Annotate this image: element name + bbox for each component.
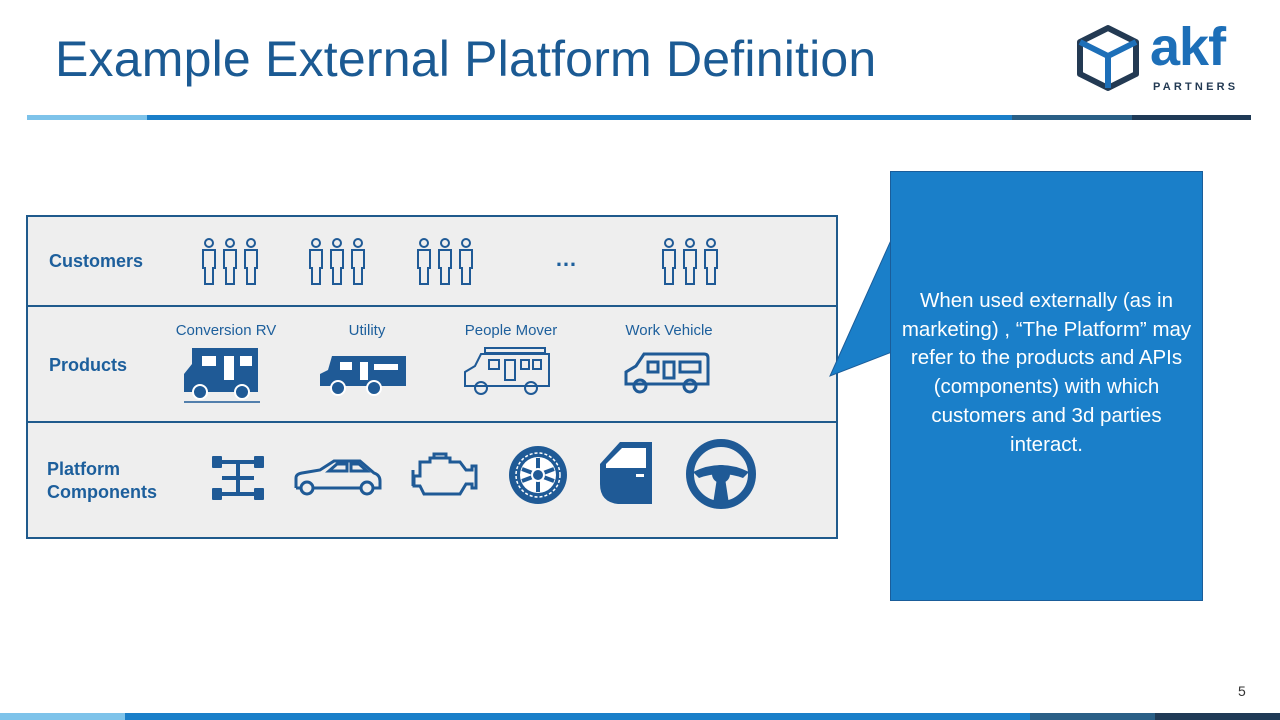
callout-text: When used externally (as in marketing) ,… [901, 289, 1192, 456]
logo-wordmark: akf [1150, 17, 1226, 77]
products-row [26, 305, 838, 423]
customers-label: Customers [49, 251, 144, 271]
people-mover-icon [464, 347, 550, 395]
door-icon [600, 442, 652, 504]
logo-cube-icon [1077, 25, 1139, 91]
product-label-work-vehicle: Work Vehicle [625, 322, 713, 339]
conversion-rv-icon [184, 348, 260, 403]
logo-tagline: PARTNERS [1153, 81, 1239, 93]
products-label: Products [49, 355, 128, 375]
car-body-icon [294, 459, 382, 496]
platform-label-line2: Components [47, 482, 157, 502]
chassis-icon [212, 456, 264, 500]
wheel-icon [509, 446, 567, 504]
platform-components-label: Platform Components [47, 458, 157, 504]
steering-wheel-icon [686, 439, 756, 509]
page-number: 5 [1238, 683, 1246, 699]
customers-ellipsis: … [555, 246, 577, 271]
slide-title: Example External Platform Definition [55, 31, 877, 87]
product-label-people-mover: People Mover [464, 322, 558, 339]
product-label-conversion-rv: Conversion RV [175, 322, 277, 339]
callout-box [890, 171, 1203, 601]
people-group-icon [417, 238, 473, 285]
callout-pointer [829, 237, 893, 377]
utility-rv-icon [320, 356, 406, 396]
people-group-icon [662, 238, 718, 285]
people-group-icon [202, 238, 258, 285]
platform-components-row [26, 421, 838, 539]
work-vehicle-icon [624, 352, 710, 394]
engine-icon [411, 452, 478, 496]
platform-label-line1: Platform [47, 459, 121, 479]
people-group-icon [309, 238, 365, 285]
product-label-utility: Utility [348, 322, 386, 339]
